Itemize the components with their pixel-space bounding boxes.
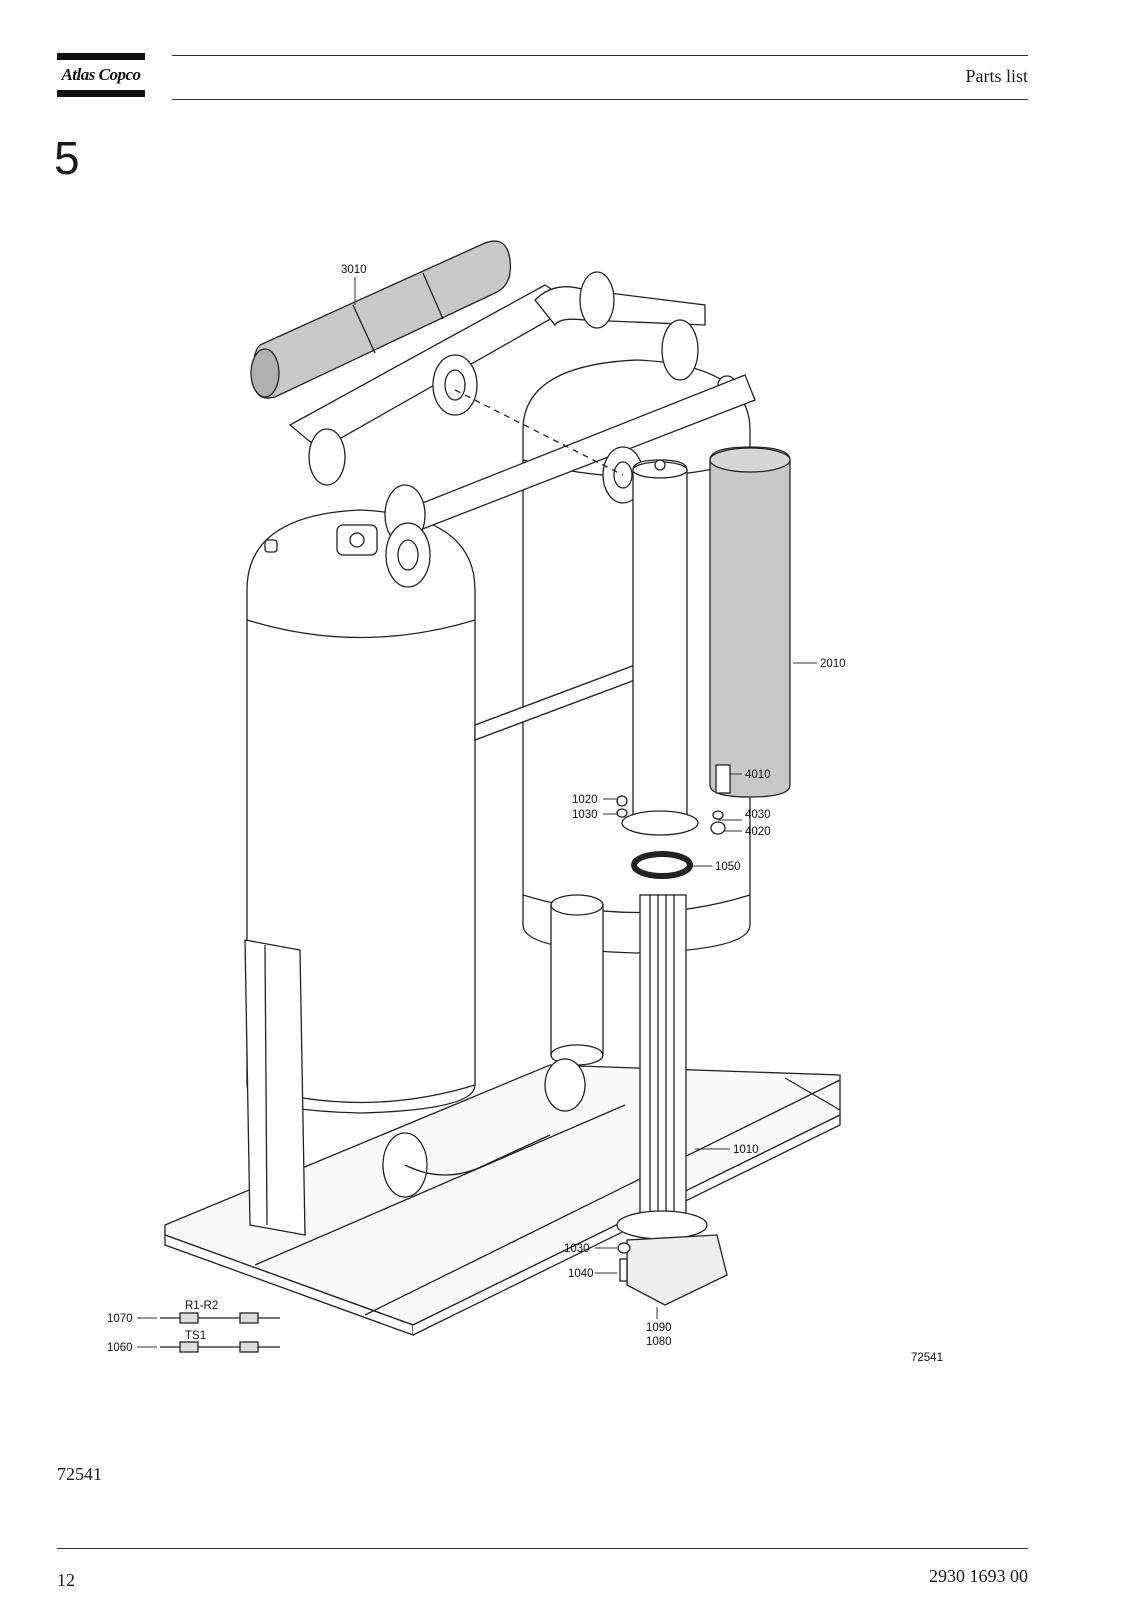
cable-ts1 — [160, 1341, 280, 1353]
header-title: Parts list — [965, 66, 1028, 86]
cable-label-r1-r2: R1-R2 — [185, 1300, 218, 1312]
parts-drawing: 3010 2010 4010 1020 1030 4030 4020 1050 … — [105, 225, 985, 1405]
left-vessel — [246, 509, 476, 1114]
insulation-jacket-2010 — [709, 446, 791, 798]
callout-1010: 1010 — [733, 1144, 759, 1156]
logo-text: Atlas Copco — [61, 65, 141, 84]
cable-r1-r2 — [160, 1312, 280, 1324]
callout-1030-upper: 1030 — [572, 809, 598, 821]
header-rule-top — [172, 55, 1028, 56]
heater-element-1010 — [616, 894, 728, 1306]
callout-1060: 1060 — [107, 1342, 133, 1354]
callout-1020: 1020 — [572, 794, 598, 806]
footer-rule — [57, 1548, 1028, 1549]
lower-filter-assembly — [382, 894, 604, 1198]
callout-1070: 1070 — [107, 1313, 133, 1325]
header-rule-bottom — [172, 99, 1028, 100]
callout-1050: 1050 — [715, 861, 741, 873]
callout-4020: 4020 — [745, 826, 771, 838]
callout-2010: 2010 — [820, 658, 846, 670]
insulation-jacket-3010 — [250, 240, 512, 399]
figure-caption: 72541 — [57, 1464, 102, 1484]
callout-3010: 3010 — [341, 264, 367, 276]
logo-bar-bottom — [57, 90, 145, 97]
drawing-id: 72541 — [911, 1352, 943, 1364]
cable-label-ts1: TS1 — [185, 1330, 206, 1342]
atlas-copco-logo: Atlas Copco — [57, 53, 145, 97]
page-number: 12 — [57, 1570, 75, 1590]
support-column — [244, 939, 306, 1236]
gasket-1050 — [631, 851, 693, 879]
callout-1080: 1080 — [646, 1336, 672, 1348]
parts-drawing-svg: 3010 2010 4010 1020 1030 4030 4020 1050 … — [107, 240, 943, 1364]
dashed-link — [454, 389, 624, 476]
section-number: 5 — [54, 132, 80, 184]
logo-bar-top — [57, 53, 145, 60]
leader-lines — [137, 277, 817, 1348]
callout-1030-lower: 1030 — [564, 1243, 590, 1255]
callout-4030: 4030 — [745, 809, 771, 821]
heater-housing — [616, 459, 726, 836]
callout-1090: 1090 — [646, 1322, 672, 1334]
document-number: 2930 1693 00 — [929, 1566, 1028, 1586]
callout-1040: 1040 — [568, 1268, 594, 1280]
callout-4010: 4010 — [745, 769, 771, 781]
